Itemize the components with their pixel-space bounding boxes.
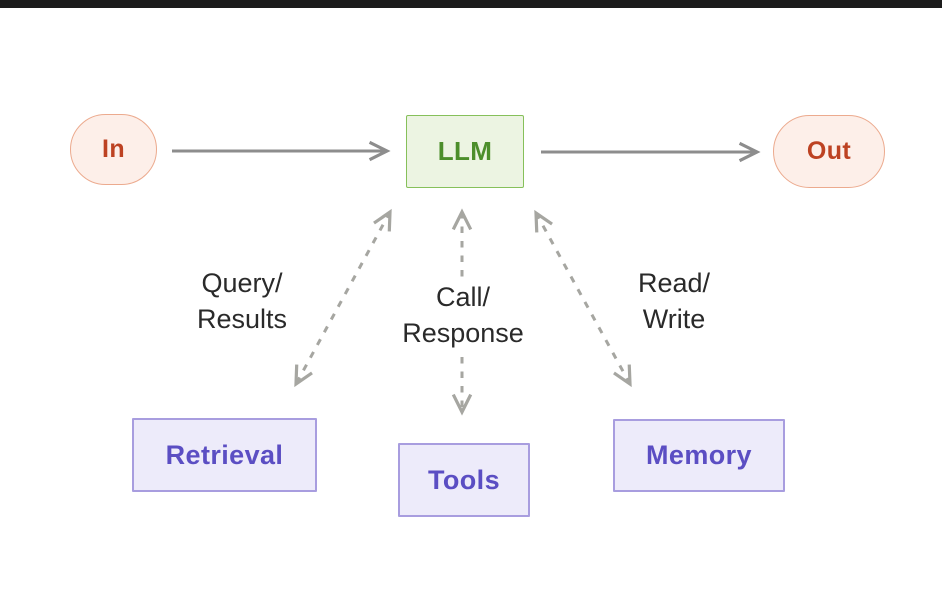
node-out-label: Out: [806, 137, 852, 165]
node-tools: Tools: [398, 443, 530, 517]
node-tools-label: Tools: [428, 464, 500, 495]
node-retrieval-label: Retrieval: [165, 439, 284, 470]
edge-label-read-write-line2: Write: [642, 304, 706, 334]
arrow-llm-memory: [534, 209, 632, 388]
edge-label-call-response: Call/ Response: [394, 277, 532, 353]
edge-label-read-write: Read/ Write: [638, 265, 710, 337]
node-llm: LLM: [406, 115, 524, 188]
edge-label-call-response-line2: Response: [402, 318, 524, 348]
edge-label-read-write-line1: Read/: [637, 268, 711, 298]
edge-label-call-response-line1: Call/: [435, 282, 490, 312]
edge-label-query-results-line2: Results: [196, 304, 288, 334]
node-in-label: In: [101, 135, 126, 163]
arrow-llm-retrieval: [294, 208, 392, 388]
node-memory: Memory: [613, 419, 785, 492]
node-memory-label: Memory: [646, 440, 752, 470]
node-out: Out: [773, 115, 885, 188]
edge-label-query-results: Query/ Results: [197, 265, 287, 337]
node-retrieval: Retrieval: [132, 418, 317, 492]
node-in: In: [70, 114, 157, 185]
node-llm-label: LLM: [437, 136, 493, 166]
edge-label-query-results-line1: Query/: [201, 268, 283, 298]
top-letterbox-bar: [0, 0, 942, 8]
